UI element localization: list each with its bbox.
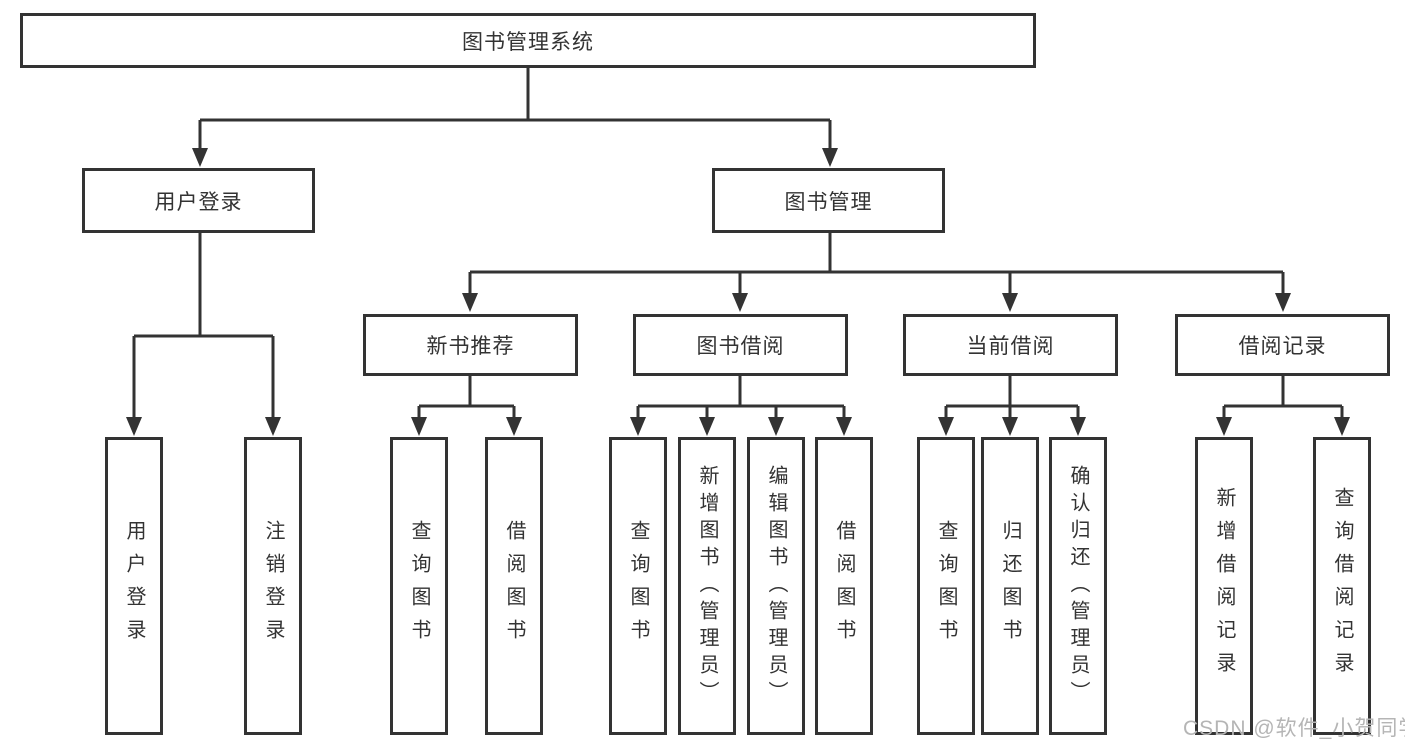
- node-user-login: 用户登录: [82, 168, 315, 233]
- node-confirm-return-admin: 确认归还（管理员）: [1049, 437, 1107, 735]
- node-query-book-2: 查询图书: [609, 437, 667, 735]
- node-edit-book-admin: 编辑图书（管理员）: [747, 437, 805, 735]
- node-query-book-3: 查询图书: [917, 437, 975, 735]
- node-borrow-records: 借阅记录: [1175, 314, 1390, 376]
- node-root: 图书管理系统: [20, 13, 1036, 68]
- node-leaf-user-login: 用户登录: [105, 437, 163, 735]
- node-add-book-admin: 新增图书（管理员）: [678, 437, 736, 735]
- node-return-book: 归还图书: [981, 437, 1039, 735]
- node-book-borrow: 图书借阅: [633, 314, 848, 376]
- node-leaf-logout: 注销登录: [244, 437, 302, 735]
- node-query-book-1: 查询图书: [390, 437, 448, 735]
- node-borrow-book-1: 借阅图书: [485, 437, 543, 735]
- node-new-book-recommend: 新书推荐: [363, 314, 578, 376]
- node-borrow-book-2: 借阅图书: [815, 437, 873, 735]
- node-book-management: 图书管理: [712, 168, 945, 233]
- node-add-borrow-record: 新增借阅记录: [1195, 437, 1253, 735]
- node-current-borrow: 当前借阅: [903, 314, 1118, 376]
- node-query-borrow-record: 查询借阅记录: [1313, 437, 1371, 735]
- watermark: CSDN @软件_小贺同学: [1183, 717, 1405, 740]
